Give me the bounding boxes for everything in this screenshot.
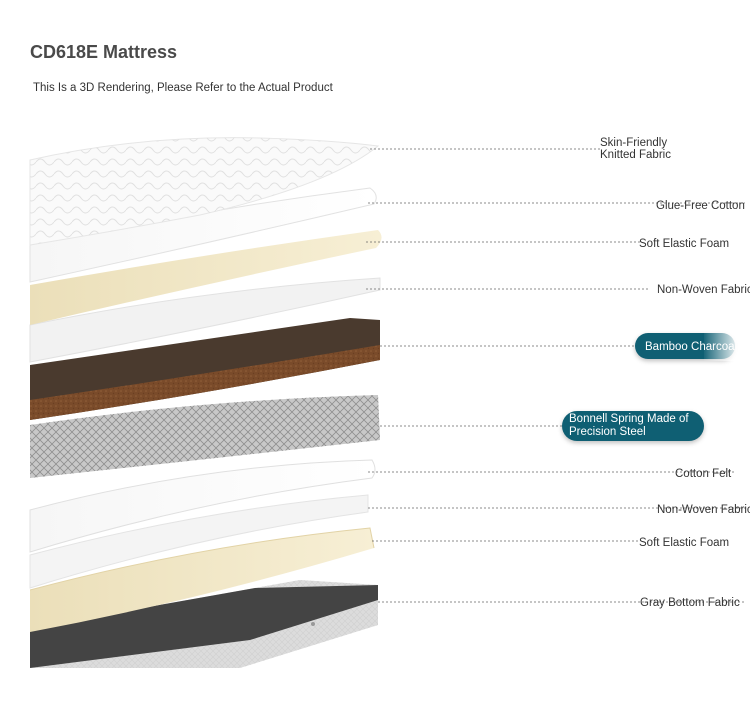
layer-gray-bottom-fabric (30, 580, 378, 668)
page-title: CD618E Mattress (30, 42, 178, 62)
label-glue-free-cotton: Glue-Free Cotton (656, 200, 745, 212)
leader-lines (366, 148, 748, 603)
label-gray-bottom-fabric: Gray Bottom Fabric (640, 597, 740, 609)
layer-cotton-felt (29, 459, 376, 553)
layer-soft-elastic-foam-top (30, 230, 382, 325)
label-non-woven-fabric-bottom: Non-Woven Fabric (657, 504, 750, 516)
label-soft-elastic-foam-top: Soft Elastic Foam (639, 238, 730, 250)
label-non-woven-fabric-top: Non-Woven Fabric (657, 284, 750, 296)
label-cotton-felt: Cotton Felt (675, 468, 732, 480)
label-soft-elastic-foam-bottom: Soft Elastic Foam (639, 537, 730, 549)
label-fade-overlay (704, 331, 750, 361)
label-knitted-fabric: Skin-Friendly Knitted Fabric (600, 137, 671, 161)
layer-knitted-fabric (29, 137, 380, 246)
layer-soft-elastic-foam-bottom (29, 527, 375, 632)
layer-non-woven-fabric-top (29, 277, 381, 363)
layer-bamboo-charcoal (30, 318, 380, 420)
layer-non-woven-fabric-bottom (29, 494, 369, 589)
label-bonnell-spring: Bonnell Spring Made of Precision Steel (562, 411, 704, 441)
layer-bonnell-spring (30, 395, 380, 478)
rendering-disclaimer: This Is a 3D Rendering, Please Refer to … (33, 82, 333, 94)
